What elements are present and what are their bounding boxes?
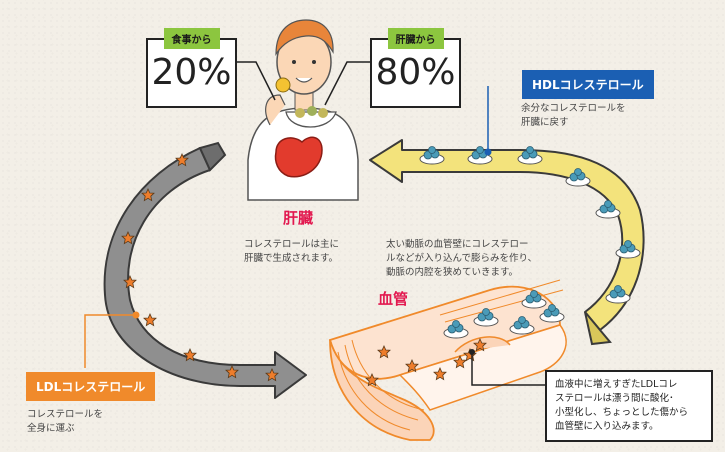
liver-description: コレステロールは主に 肝臓で生成されます。 (244, 239, 340, 264)
food-ratio-label: 食事から (163, 28, 220, 49)
vessel-description: 太い動脈の血管壁にコレステロー ルなどが入り込んで膨らみを作り、 動脈の内腔を狭… (386, 239, 538, 278)
connector-lines (84, 61, 545, 386)
ldl-arrow (103, 141, 307, 399)
liver-title: 肝臓 (283, 209, 314, 227)
ldl-label: LDLコレステロール (26, 372, 156, 401)
hdl-arrow (369, 139, 645, 346)
liver-ratio-box: 肝臓から 80% (370, 28, 461, 108)
ldl-oxidation-note: 血液中に増えすぎたLDLコレ ステロールは漂う間に酸化･ 小型化し、ちょっとした… (545, 370, 713, 442)
hdl-description: 余分なコレステロールを 肝臓に戻す (521, 103, 626, 128)
hdl-label: HDLコレステロール (522, 70, 654, 99)
ldl-description: コレステロールを 全身に運ぶ (27, 409, 104, 434)
food-ratio-box: 食事から 20% (146, 28, 237, 108)
vessel-title: 血管 (378, 290, 409, 308)
liver-ratio-label: 肝臓から (387, 28, 444, 49)
person-illustration (247, 19, 359, 201)
liver-ratio-value: 80% (375, 52, 456, 93)
food-ratio-value: 20% (151, 52, 232, 93)
